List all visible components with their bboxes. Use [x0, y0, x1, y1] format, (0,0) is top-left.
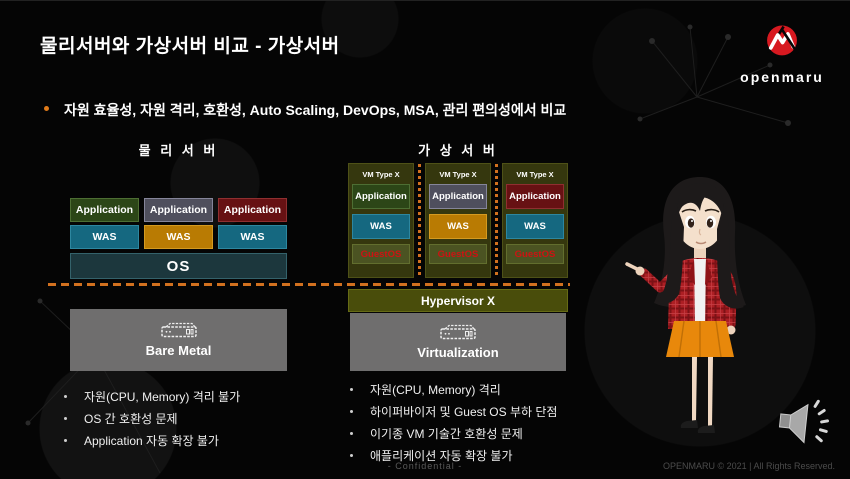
bullet-icon [350, 453, 353, 457]
hypervisor-box: Hypervisor X [348, 289, 568, 312]
vm-type-label: VM Type X [516, 170, 554, 179]
server-icon [160, 322, 197, 338]
speaker-audio-icon[interactable] [776, 397, 832, 449]
bullet-icon [44, 106, 49, 111]
physical-stack-column: Application WAS [218, 198, 287, 249]
list-item: OS 간 호환성 문제 [64, 407, 334, 429]
application-box: Application [218, 198, 287, 222]
virtual-machine-row: VM Type X Application WAS GuestOS VM Typ… [348, 163, 568, 278]
hardware-boundary-dashed-line [48, 283, 570, 286]
physical-stack-column: Application WAS [70, 198, 139, 249]
was-box: WAS [506, 214, 564, 239]
physical-server-stack: Application WAS Application WAS Applicat… [70, 198, 287, 249]
bare-metal-label: Bare Metal [145, 343, 212, 358]
presenter-character-illustration [625, 177, 746, 433]
bullet-text: Application 자동 확장 불가 [84, 433, 219, 448]
list-item: 애플리케이션 자동 확장 불가 [350, 444, 630, 466]
openmaru-logo-icon [766, 25, 799, 56]
bullet-text: OS 간 호환성 문제 [84, 411, 178, 426]
physical-stack-column: Application WAS [144, 198, 213, 249]
bullet-icon [64, 438, 67, 442]
bullet-text: 애플리케이션 자동 확장 불가 [370, 448, 513, 463]
virtual-server-heading: 가 상 서 버 [418, 143, 498, 158]
bullet-text: 이기종 VM 기술간 호환성 문제 [370, 426, 523, 441]
os-box: OS [70, 253, 287, 279]
virtualization-label: Virtualization [417, 345, 499, 360]
physical-server-bullet-list: 자원(CPU, Memory) 격리 불가 OS 간 호환성 문제 Applic… [64, 385, 334, 451]
bullet-icon [350, 387, 353, 391]
vm-type-label: VM Type X [362, 170, 400, 179]
bullet-icon [350, 431, 353, 435]
bullet-text: 자원(CPU, Memory) 격리 불가 [84, 389, 241, 404]
list-item: 하이퍼바이저 및 Guest OS 부하 단점 [350, 400, 630, 422]
vm-separator-dotted-line [495, 164, 498, 277]
vm-separator-dotted-line [418, 164, 421, 277]
application-box: Application [506, 184, 564, 209]
application-box: Application [429, 184, 487, 209]
list-item: Application 자동 확장 불가 [64, 429, 334, 451]
application-box: Application [352, 184, 410, 209]
bullet-text: 자원(CPU, Memory) 격리 [370, 382, 501, 397]
guest-os-box: GuestOS [506, 244, 564, 264]
vm-type-label: VM Type X [439, 170, 477, 179]
guest-os-box: GuestOS [429, 244, 487, 264]
intro-bullet-line: 자원 효율성, 자원 격리, 호환성, Auto Scaling, DevOps… [44, 100, 566, 120]
bullet-icon [350, 409, 353, 413]
virtualization-box: Virtualization [350, 313, 566, 371]
copyright-footer: OPENMARU © 2021 | All Rights Reserved. [662, 461, 835, 471]
list-item: 자원(CPU, Memory) 격리 불가 [64, 385, 334, 407]
list-item: 자원(CPU, Memory) 격리 [350, 378, 630, 400]
page-title: 물리서버와 가상서버 비교 - 가상서버 [40, 36, 340, 57]
vm-container: VM Type X Application WAS GuestOS [348, 163, 414, 278]
was-box: WAS [144, 225, 213, 249]
bullet-icon [64, 416, 67, 420]
bullet-text: 하이퍼바이저 및 Guest OS 부하 단점 [370, 404, 558, 419]
intro-text: 자원 효율성, 자원 격리, 호환성, Auto Scaling, DevOps… [64, 102, 567, 118]
application-box: Application [144, 198, 213, 222]
was-box: WAS [429, 214, 487, 239]
server-icon [440, 324, 476, 340]
confidential-footer: - Confidential - [387, 461, 463, 471]
virtual-server-bullet-list: 자원(CPU, Memory) 격리 하이퍼바이저 및 Guest OS 부하 … [350, 378, 630, 466]
bare-metal-box: Bare Metal [70, 309, 287, 371]
was-box: WAS [218, 225, 287, 249]
was-box: WAS [352, 214, 410, 239]
list-item: 이기종 VM 기술간 호환성 문제 [350, 422, 630, 444]
vm-container: VM Type X Application WAS GuestOS [425, 163, 491, 278]
physical-server-heading: 물 리 서 버 [138, 143, 219, 158]
guest-os-box: GuestOS [352, 244, 410, 264]
bullet-icon [64, 394, 67, 398]
openmaru-logo-text: openmaru [740, 69, 824, 85]
vm-container: VM Type X Application WAS GuestOS [502, 163, 568, 278]
application-box: Application [70, 198, 139, 222]
openmaru-logo: openmaru [731, 19, 833, 85]
was-box: WAS [70, 225, 139, 249]
